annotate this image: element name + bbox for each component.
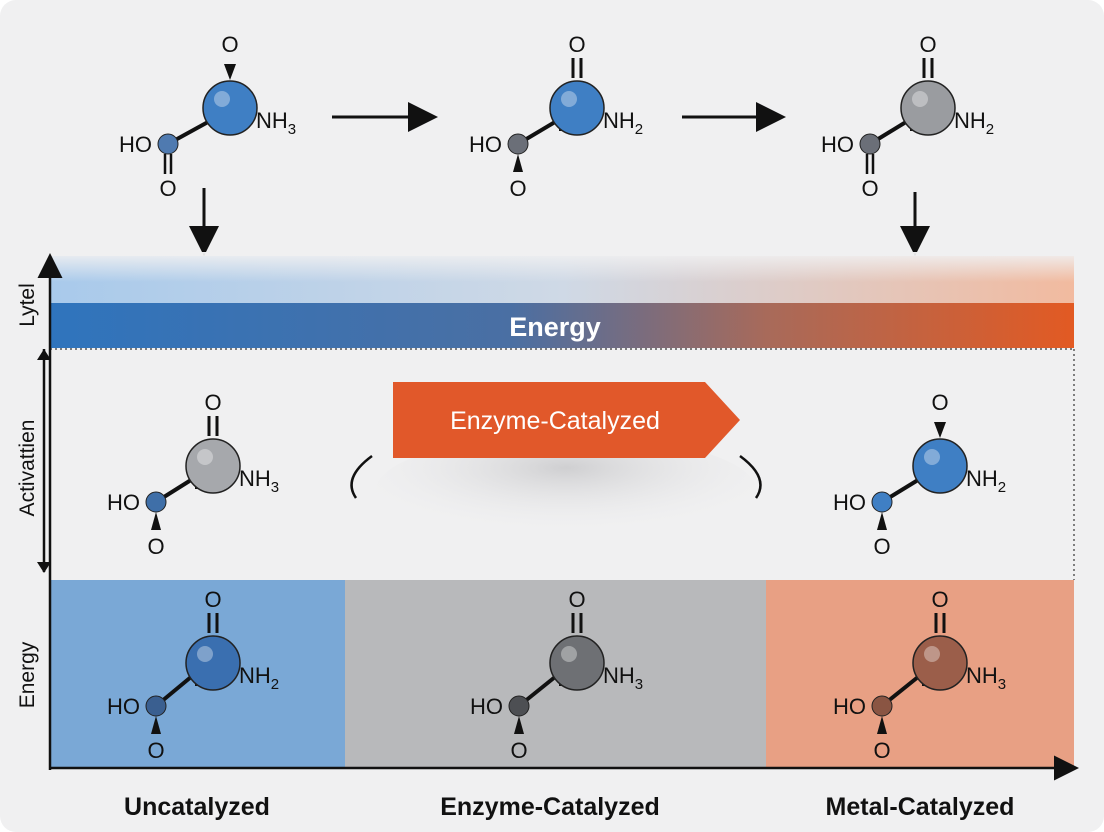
wedge-bond — [151, 512, 161, 530]
atom-large — [549, 635, 605, 691]
atom-label-ho: HO — [821, 132, 854, 157]
energy-bar-label: Energy — [509, 312, 601, 342]
atom-label-ho: HO — [119, 132, 152, 157]
atom-label-o: O — [873, 534, 890, 559]
axis-label-level: Lytel — [16, 283, 39, 327]
atom-large — [900, 80, 956, 136]
atom-highlight — [197, 449, 213, 465]
wedge-bond — [151, 716, 161, 734]
atom-label-ho: HO — [470, 694, 503, 719]
atom-small — [507, 133, 529, 155]
atom-highlight — [924, 449, 940, 465]
atom-highlight — [924, 646, 940, 662]
atom-large — [549, 80, 605, 136]
wedge-bond — [514, 716, 524, 734]
atom-label-o: O — [873, 738, 890, 763]
bracket-right — [739, 454, 762, 499]
atom-highlight — [214, 91, 230, 107]
atom-label-o: O — [147, 738, 164, 763]
atom-large — [185, 438, 241, 494]
energy-bar — [50, 303, 1074, 348]
atom-label-nh: NH2 — [966, 466, 1006, 496]
atom-small — [871, 491, 893, 513]
wedge-bond — [877, 512, 887, 530]
atom-highlight — [197, 646, 213, 662]
wedge-bond — [513, 154, 523, 172]
wedge-bond — [934, 422, 946, 438]
wedge-bond — [877, 716, 887, 734]
label-metal-catalyzed: Metal-Catalyzed — [826, 793, 1015, 821]
atom-large — [185, 635, 241, 691]
atom-label-o: O — [204, 390, 221, 415]
atom-label-o: O — [204, 587, 221, 612]
atom-label-o: O — [159, 176, 176, 201]
atom-highlight — [912, 91, 928, 107]
atom-small — [508, 695, 530, 717]
atom-label-o: O — [919, 32, 936, 57]
atom-label-o: O — [931, 587, 948, 612]
axis-label-activation: Activattien — [16, 420, 39, 517]
atom-label-nh: NH3 — [239, 466, 279, 496]
enzyme-catalyzed-arrow-label: Enzyme-Catalyzed — [450, 407, 660, 435]
atom-label-o: O — [221, 32, 238, 57]
atom-label-nh: NH3 — [256, 108, 296, 138]
atom-label-o: O — [568, 32, 585, 57]
atom-label-ho: HO — [833, 694, 866, 719]
atom-label-o: O — [509, 176, 526, 201]
atom-label-nh: NH2 — [603, 108, 643, 138]
atom-label-o: O — [861, 176, 878, 201]
atom-label-ho: HO — [469, 132, 502, 157]
atom-highlight — [561, 91, 577, 107]
wedge-bond — [224, 64, 236, 80]
atom-small — [859, 133, 881, 155]
atom-large — [912, 635, 968, 691]
atom-large — [202, 80, 258, 136]
atom-label-o: O — [510, 738, 527, 763]
atom-label-o: O — [147, 534, 164, 559]
label-uncatalyzed: Uncatalyzed — [124, 793, 270, 821]
label-enzyme-catalyzed: Enzyme-Catalyzed — [440, 793, 660, 821]
atom-label-ho: HO — [107, 490, 140, 515]
atom-label-ho: HO — [833, 490, 866, 515]
atom-small — [145, 491, 167, 513]
arrow-shadow — [376, 435, 756, 545]
atom-small — [145, 695, 167, 717]
atom-highlight — [561, 646, 577, 662]
atom-small — [157, 133, 179, 155]
atom-large — [912, 438, 968, 494]
enzyme-catalyzed-arrow — [393, 382, 740, 458]
bracket-left — [350, 454, 373, 499]
atom-label-o: O — [568, 587, 585, 612]
axis-label-energy: Energy — [16, 641, 39, 708]
atom-label-o: O — [931, 390, 948, 415]
atom-label-ho: HO — [107, 694, 140, 719]
atom-label-nh: NH2 — [954, 108, 994, 138]
atom-small — [871, 695, 893, 717]
